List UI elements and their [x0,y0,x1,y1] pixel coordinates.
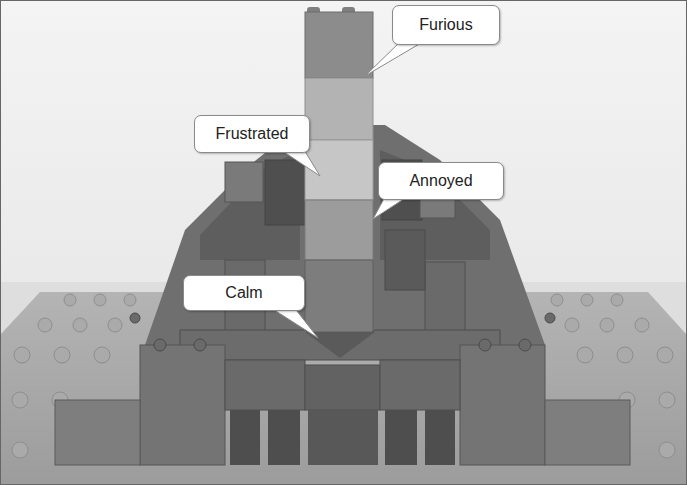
front-bricks [519,339,531,351]
baseplate [124,294,136,306]
mood-column [305,12,373,78]
baseplate [565,318,579,332]
front-bricks [180,330,500,360]
callout-tail [365,40,426,76]
baseplate [657,347,673,363]
baseplate [38,318,52,332]
baseplate [617,347,633,363]
mountain [225,162,263,202]
front-bricks [194,339,206,351]
callout-box: Calm [183,275,305,311]
front-bricks [460,345,545,465]
front-bricks [140,345,225,465]
mountain [145,125,545,345]
callout-text: Annoyed [409,172,472,190]
baseplate [581,294,593,306]
baseplate [94,347,110,363]
baseplate [108,318,122,332]
mountain [425,262,465,340]
callout-text: Frustrated [216,125,289,143]
baseplate [94,294,106,306]
front-bricks [425,410,455,465]
front-bricks [55,313,630,465]
front-bricks [479,339,491,351]
baseplate [54,347,70,363]
callout-box: Annoyed [378,162,504,200]
front-bricks [230,410,260,465]
front-bricks [305,365,380,410]
mood-column [305,78,373,140]
front-bricks [225,360,305,410]
baseplate [659,442,675,458]
mood-column [305,200,373,260]
mountain [145,125,545,345]
baseplate [577,347,593,363]
baseplate [611,294,623,306]
baseplate [551,294,563,306]
callout-text: Furious [419,16,472,34]
baseplate [73,318,87,332]
front-bricks [545,400,630,465]
baseplate [600,318,614,332]
front-bricks [130,313,140,323]
callout-box: Frustrated [194,115,310,153]
baseplate [12,392,28,408]
front-bricks [385,410,417,465]
mountain [225,260,265,340]
mountain [385,230,425,290]
front-bricks [545,313,555,323]
callout-text: Calm [225,284,262,302]
front-bricks [380,360,460,410]
front-bricks [55,400,140,465]
front-bricks [130,313,555,351]
mountain [265,160,305,225]
baseplate [659,392,675,408]
front-bricks [308,410,378,465]
front-bricks [154,339,166,351]
callout-box: Furious [392,5,500,45]
baseplate [635,318,649,332]
mood-column [305,260,373,332]
baseplate [64,294,76,306]
baseplate [14,347,30,363]
baseplate [12,442,28,458]
front-bricks [268,410,300,465]
